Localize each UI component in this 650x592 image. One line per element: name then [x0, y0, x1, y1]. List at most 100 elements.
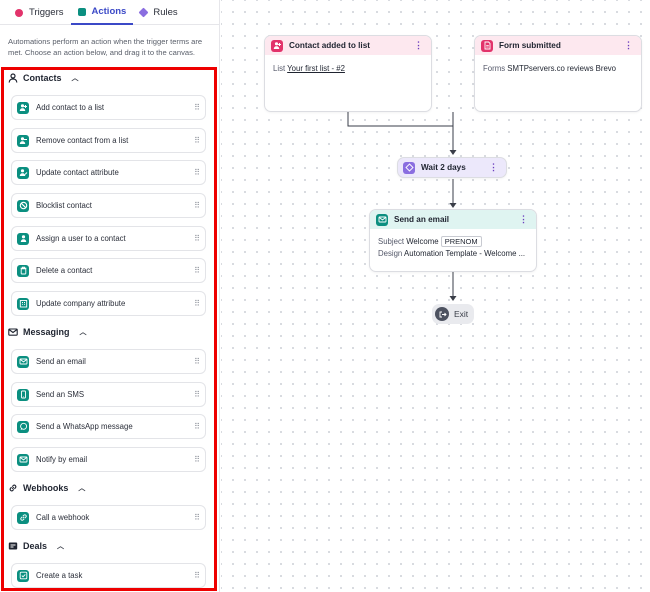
action-label: Delete a contact — [36, 266, 93, 275]
whatsapp-icon — [17, 420, 29, 433]
kebab-menu-icon[interactable]: ⋮ — [519, 214, 528, 224]
card-title: Send an email — [394, 215, 450, 224]
exit-node[interactable]: Exit — [432, 304, 474, 324]
section-messaging-header[interactable]: Messaging ︿ — [8, 327, 87, 337]
action-label: Send an email — [36, 357, 86, 366]
action-update-contact-attribute[interactable]: Update contact attribute ⠿ — [11, 160, 206, 185]
drag-handle-icon[interactable]: ⠿ — [194, 299, 200, 308]
block-icon — [17, 199, 29, 212]
subject-row: Subject Welcome PRENOM — [378, 236, 528, 248]
task-check-icon — [17, 569, 29, 582]
card-title: Contact added to list — [289, 41, 370, 50]
drag-handle-icon[interactable]: ⠿ — [194, 234, 200, 243]
trigger-form-submitted-card[interactable]: Form submitted ⋮ Forms SMTPservers.co re… — [474, 35, 642, 112]
exit-icon — [435, 307, 449, 321]
design-label: Design — [378, 249, 403, 258]
field-label: Forms — [483, 64, 506, 73]
chevron-up-icon: ︿ — [78, 485, 86, 492]
kebab-menu-icon[interactable]: ⋮ — [489, 162, 498, 172]
action-send-whatsapp[interactable]: Send a WhatsApp message ⠿ — [11, 414, 206, 439]
chevron-up-icon: ︿ — [79, 329, 87, 336]
field-label: List — [273, 64, 286, 73]
drag-handle-icon[interactable]: ⠿ — [194, 390, 200, 399]
tab-rules[interactable]: Rules — [133, 0, 184, 25]
kebab-menu-icon[interactable]: ⋮ — [624, 40, 633, 50]
send-email-step-card[interactable]: Send an email ⋮ Subject Welcome PRENOM D… — [369, 209, 537, 272]
trigger-contact-added-card[interactable]: Contact added to list ⋮ List Your first … — [264, 35, 432, 112]
action-label: Update contact attribute — [36, 168, 119, 177]
assign-user-icon — [17, 232, 29, 245]
section-title: Messaging — [23, 327, 70, 337]
drag-handle-icon[interactable]: ⠿ — [194, 103, 200, 112]
envelope-icon — [8, 327, 18, 337]
tab-actions[interactable]: Actions — [70, 0, 134, 25]
action-label: Create a task — [36, 571, 83, 580]
email-icon — [17, 355, 29, 368]
section-title: Contacts — [23, 73, 62, 83]
wait-step[interactable]: Wait 2 days ⋮ — [397, 157, 507, 178]
company-icon — [17, 297, 29, 310]
section-contacts-header[interactable]: Contacts ︿ — [8, 73, 79, 83]
subject-label: Subject — [378, 237, 405, 246]
card-body: Subject Welcome PRENOM Design Automation… — [370, 229, 536, 268]
action-remove-contact-from-list[interactable]: Remove contact from a list ⠿ — [11, 128, 206, 153]
section-deals-header[interactable]: Deals ︿ — [8, 541, 64, 551]
phone-icon — [17, 388, 29, 401]
notify-email-icon — [17, 453, 29, 466]
trash-icon — [17, 264, 29, 277]
drag-handle-icon[interactable]: ⠿ — [194, 136, 200, 145]
action-create-task[interactable]: Create a task ⠿ — [11, 563, 206, 588]
form-icon — [481, 39, 493, 52]
action-notify-by-email[interactable]: Notify by email ⠿ — [11, 447, 206, 472]
actions-sidebar: Triggers Actions Rules Automations perfo… — [0, 0, 220, 592]
section-webhooks-header[interactable]: Webhooks ︿ — [8, 483, 85, 493]
triggers-dot-icon — [15, 8, 23, 17]
action-label: Notify by email — [36, 455, 88, 464]
workflow-canvas[interactable]: Contact added to list ⋮ List Your first … — [221, 0, 650, 592]
action-label: Blocklist contact — [36, 201, 92, 210]
drag-handle-icon[interactable]: ⠿ — [194, 571, 200, 580]
chevron-up-icon: ︿ — [57, 543, 65, 550]
form-value: SMTPservers.co reviews Brevo — [507, 64, 617, 73]
sidebar-tabs: Triggers Actions Rules — [0, 0, 219, 25]
drag-handle-icon[interactable]: ⠿ — [194, 513, 200, 522]
action-label: Send an SMS — [36, 390, 85, 399]
action-label: Update company attribute — [36, 299, 126, 308]
add-person-icon — [271, 39, 283, 52]
drag-handle-icon[interactable]: ⠿ — [194, 266, 200, 275]
drag-handle-icon[interactable]: ⠿ — [194, 422, 200, 431]
tab-label: Triggers — [29, 7, 64, 18]
drag-handle-icon[interactable]: ⠿ — [194, 168, 200, 177]
card-header: Form submitted ⋮ — [475, 36, 641, 55]
list-link[interactable]: Your first list - #2 — [287, 64, 345, 73]
action-send-sms[interactable]: Send an SMS ⠿ — [11, 382, 206, 407]
action-label: Call a webhook — [36, 513, 90, 522]
action-label: Add contact to a list — [36, 103, 105, 112]
exit-label: Exit — [454, 309, 469, 319]
drag-handle-icon[interactable]: ⠿ — [194, 455, 200, 464]
drag-handle-icon[interactable]: ⠿ — [194, 357, 200, 366]
card-body: Forms SMTPservers.co reviews Brevo — [475, 55, 641, 83]
connector-lines — [347, 112, 457, 301]
kebab-menu-icon[interactable]: ⋮ — [414, 40, 423, 50]
tab-triggers[interactable]: Triggers — [8, 0, 71, 25]
subject-value: Welcome — [406, 237, 439, 246]
tab-label: Actions — [91, 6, 127, 17]
drag-handle-icon[interactable]: ⠿ — [194, 201, 200, 210]
card-body: List Your first list - #2 — [265, 55, 431, 83]
design-row: Design Automation Template - Welcome ... — [378, 248, 528, 260]
card-title: Form submitted — [499, 41, 561, 50]
action-label: Send a WhatsApp message — [36, 422, 133, 431]
action-blocklist-contact[interactable]: Blocklist contact ⠿ — [11, 193, 206, 218]
action-update-company-attribute[interactable]: Update company attribute ⠿ — [11, 291, 206, 316]
action-add-contact-to-list[interactable]: Add contact to a list ⠿ — [11, 95, 206, 120]
deals-card-icon — [8, 541, 18, 551]
rules-diamond-icon — [138, 7, 149, 18]
section-title: Deals — [23, 541, 48, 551]
action-call-webhook[interactable]: Call a webhook ⠿ — [11, 505, 206, 530]
card-header: Send an email ⋮ — [370, 210, 536, 229]
action-send-email[interactable]: Send an email ⠿ — [11, 349, 206, 374]
action-assign-user-to-contact[interactable]: Assign a user to a contact ⠿ — [11, 226, 206, 251]
sidebar-intro-text: Automations perform an action when the t… — [8, 37, 203, 57]
action-delete-contact[interactable]: Delete a contact ⠿ — [11, 258, 206, 283]
